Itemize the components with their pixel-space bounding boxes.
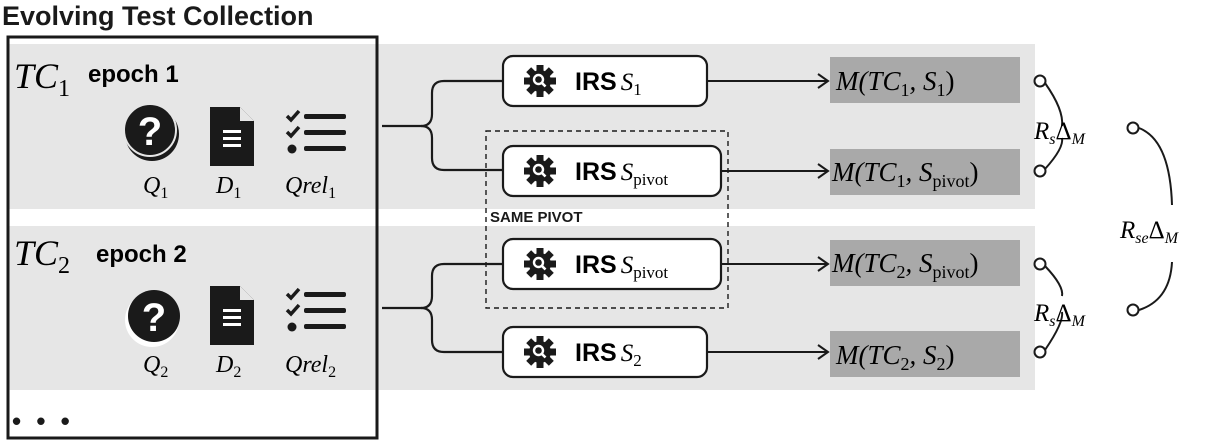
svg-text:?: ? [138,110,162,154]
test-collection-frame [6,35,379,440]
epoch2-group: TC2 epoch 2 ? Q2 D2 Qrel2 [14,233,346,381]
comparison-brackets [1033,74,1173,359]
gear-search-icon [524,336,556,368]
d2-label: D2 [215,352,241,381]
epoch1-label: epoch 1 [88,61,179,88]
branch-epoch2-s2 [420,306,503,354]
checklist-icon [285,287,346,332]
question-circle-icon: ? [125,290,180,347]
tc1-label: TC1 [14,56,70,102]
epoch2-label: epoch 2 [96,241,187,268]
svg-text:M(TC2, S2): M(TC2, S2) [835,340,955,374]
rse-label: RseΔM [1119,217,1180,247]
measure-box-tc2-pivot: M(TC2, Spivot) [830,240,1020,286]
tc2-label: TC2 [14,233,70,279]
d1-label: D1 [215,173,241,202]
rs-label-epoch2: RsΔM [1033,300,1087,330]
epoch1-group: TC1 epoch 1 ? Q1 D1 Qrel1 [14,56,346,202]
qrel1-label: Qrel1 [285,173,336,202]
gear-search-icon [524,155,556,187]
measure-box-tc2-s2: M(TC2, S2) [830,331,1020,377]
checklist-icon [285,109,346,154]
same-pivot-box [485,130,729,309]
branch-epoch1-s1 [382,79,503,128]
diagram-title: Evolving Test Collection [2,1,314,31]
q1-label: Q1 [143,173,168,202]
measure-box-tc1-s1: M(TC1, S1) [830,57,1020,103]
document-icon [210,286,254,345]
gear-search-icon [524,65,556,97]
question-circle-icon: ? [123,103,179,161]
branch-connectors [382,79,503,354]
svg-text:?: ? [142,296,166,340]
q2-label: Q2 [143,352,168,381]
gear-search-icon [524,248,556,280]
svg-text:M(TC2, Spivot): M(TC2, Spivot) [831,248,979,282]
document-icon [210,107,254,166]
same-pivot-label: SAME PIVOT [490,209,583,226]
more-epochs-ellipsis: • • • [12,406,74,436]
branch-epoch1-pivot [420,124,503,172]
result-arrows [707,73,830,360]
svg-text:M(TC1, Spivot): M(TC1, Spivot) [831,157,979,191]
measure-box-tc1-pivot: M(TC1, Spivot) [830,149,1020,195]
qrel2-label: Qrel2 [285,352,336,381]
svg-text:M(TC1, S1): M(TC1, S1) [835,66,955,100]
branch-epoch2-pivot [382,262,503,310]
rs-label-epoch1: RsΔM [1033,118,1087,148]
